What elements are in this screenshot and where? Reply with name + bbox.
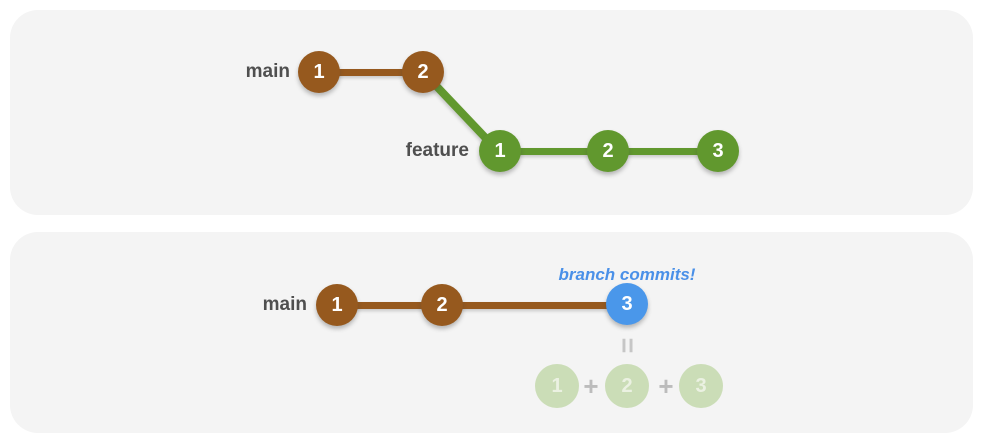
panel-branch-fork: main 1 2 feature 1 2 3 bbox=[10, 10, 973, 215]
feature-branch-edge-2 bbox=[608, 148, 718, 155]
plus-symbol: + bbox=[583, 371, 599, 401]
branch-commits-annotation: branch commits! bbox=[558, 265, 696, 284]
feature-branch-edge-1 bbox=[500, 148, 608, 155]
plus-symbol: + bbox=[658, 371, 674, 401]
main-commit-2: 2 bbox=[421, 284, 463, 326]
main-branch-label: main bbox=[245, 61, 290, 82]
feature-commit-1: 1 bbox=[479, 130, 521, 172]
feature-commit-3: 3 bbox=[697, 130, 739, 172]
faded-sum-commit-2: 2 bbox=[605, 364, 649, 408]
faded-sum-commit-3: 3 bbox=[679, 364, 723, 408]
faded-sum-commit-1: 1 bbox=[535, 364, 579, 408]
squashed-commit-3: 3 bbox=[606, 283, 648, 325]
main-commit-1: 1 bbox=[316, 284, 358, 326]
main-branch-edge-2 bbox=[442, 302, 627, 309]
main-commit-1: 1 bbox=[298, 51, 340, 93]
equals-symbol: = bbox=[612, 337, 643, 353]
feature-branch-label: feature bbox=[405, 140, 469, 161]
main-branch-edge bbox=[319, 69, 423, 76]
feature-commit-2: 2 bbox=[587, 130, 629, 172]
main-branch-label: main bbox=[262, 294, 307, 315]
main-branch-edge-1 bbox=[337, 302, 442, 309]
main-commit-2: 2 bbox=[402, 51, 444, 93]
panel-squashed-commits: main 1 2 branch commits! 3 = 1 + 2 + 3 bbox=[10, 232, 973, 433]
